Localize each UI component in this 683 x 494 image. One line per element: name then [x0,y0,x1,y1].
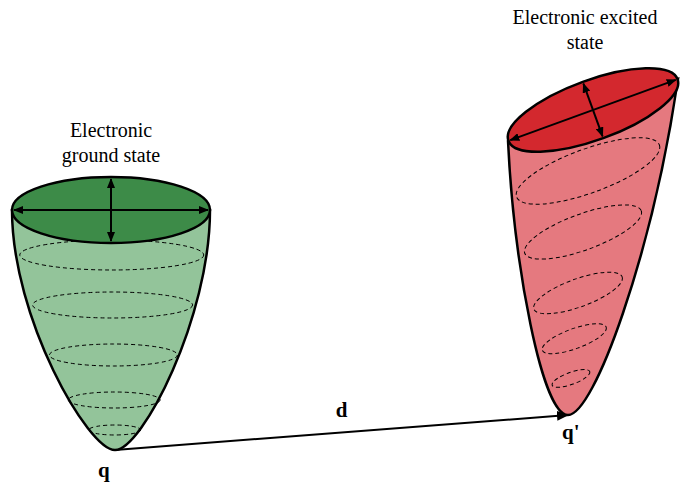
ground-state-cone: Electronic ground state [10,118,212,450]
level-ellipse [550,366,592,391]
cone-top [498,51,683,169]
level-ellipse [89,425,141,435]
displacement-label: d [336,399,348,421]
cone-top [12,177,210,243]
axis-arrows [501,54,683,167]
level-ellipse [33,292,193,318]
state-title: Electronic ground state [46,118,176,168]
level-ellipse [539,318,610,360]
axis-arrow [510,80,675,140]
state-title: Electronic excited state [510,5,660,55]
level-ellipse [529,264,627,322]
point-label: q' [562,421,580,443]
level-ellipse [20,240,204,270]
cone-body [12,210,210,450]
point-label: q [98,459,110,481]
excited-state-cone: Electronic excited state [492,5,678,415]
axis-arrow [110,179,112,241]
ground-state-paraboloid [10,118,212,450]
level-ellipse [49,344,177,366]
excited-state-paraboloid [492,5,678,415]
axis-arrow [583,84,602,137]
level-ellipse [68,392,160,408]
level-ellipse [519,194,648,270]
